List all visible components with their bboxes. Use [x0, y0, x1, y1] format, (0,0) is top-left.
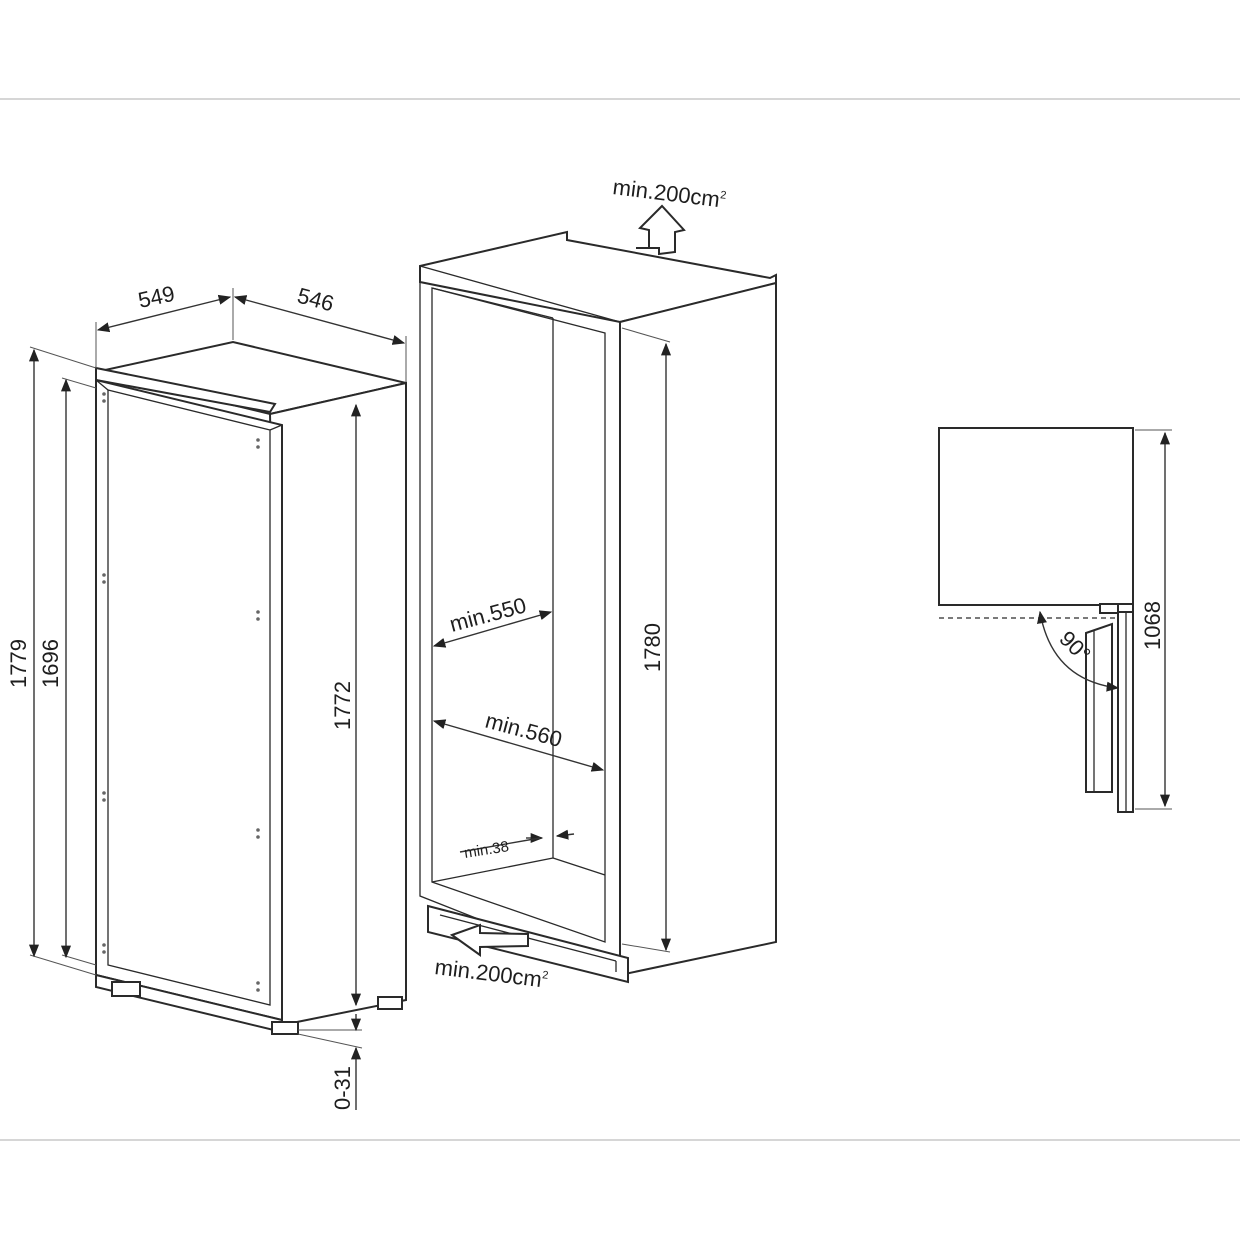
niche-cabinet: [419, 230, 777, 984]
body-height-label: 1772: [330, 681, 355, 730]
fridge-dimensions: [28, 288, 407, 1110]
vent-bottom-label: min.200cm2: [433, 954, 549, 993]
vent-up-arrow-icon: [636, 204, 686, 256]
foot-adjust-label: 0-31: [330, 1066, 355, 1110]
width-label: 549: [136, 281, 177, 313]
total-height-label: 1779: [6, 639, 31, 688]
niche-dimensions: [432, 327, 672, 953]
hinge-dots: [102, 392, 260, 992]
niche-height-label: 1780: [640, 623, 665, 672]
fridge-appliance: [95, 340, 407, 1035]
niche-gap-label: min.38: [463, 838, 510, 862]
vent-top-label: min.200cm2: [611, 174, 727, 213]
door-detail: [938, 427, 1172, 813]
door-height-detail-label: 1068: [1140, 601, 1165, 650]
depth-label: 546: [295, 283, 337, 317]
vent-in-arrow-icon: [449, 923, 529, 957]
door-height-label: 1696: [38, 639, 63, 688]
